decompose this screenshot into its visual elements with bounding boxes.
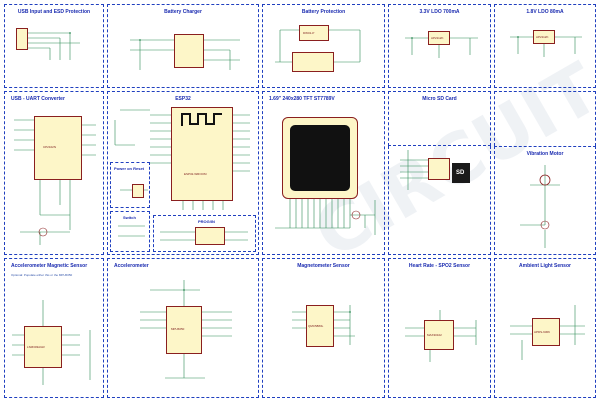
wire <box>292 305 355 345</box>
subpanel-prog: PROG/IN <box>153 215 256 252</box>
wire <box>130 39 240 70</box>
ic-sd-socket <box>428 158 450 180</box>
wire <box>140 280 232 379</box>
panel-battery-protection: Battery Protection <box>262 4 385 88</box>
wire <box>275 29 361 63</box>
ic-label: APDS-9306 <box>534 330 550 334</box>
ic-mosfet-pair <box>292 52 334 72</box>
subpanel-title: Power on Reset <box>114 166 145 171</box>
panel-accel-mag: Accelerometer Magnetic Sensor Optional: … <box>4 258 104 398</box>
ic-power-reset <box>132 184 144 198</box>
panel-magnetometer: Magnetometer Sensor <box>262 258 385 398</box>
wire <box>150 114 250 210</box>
panel-esp32: ESP32 <box>107 91 259 255</box>
wire <box>118 189 248 241</box>
subpanel-title: Switch <box>123 215 136 220</box>
sd-logo: SD <box>456 170 465 176</box>
wire <box>28 32 80 60</box>
panel-title: 1.8V LDO 80mA <box>526 9 564 15</box>
wire <box>510 305 585 360</box>
wire <box>14 119 96 245</box>
panel-title: 1.69" 240x280 TFT ST7789V <box>269 96 335 102</box>
ic-charger <box>174 34 204 68</box>
panel-note: Optional: Populate either this or the MP… <box>11 273 73 277</box>
ic-usb-uart: CP2102N <box>34 116 82 180</box>
panel-ldo-18: 1.8V LDO 80mA <box>494 4 596 88</box>
ic-ambient-light: APDS-9306 <box>532 318 560 346</box>
panel-title: 3.3V LDO 700mA <box>419 9 460 15</box>
junction-dot <box>183 289 185 291</box>
junction-dot <box>349 311 351 313</box>
ic-label: DW01-P <box>303 31 315 35</box>
ic-usb-connector <box>16 28 28 50</box>
tft-screen <box>290 125 350 191</box>
wire <box>405 37 478 58</box>
ic-label: MPU6050 <box>171 327 185 331</box>
ic-label: AP2112K <box>536 35 549 39</box>
transistor-symbol <box>540 220 550 230</box>
esp32-antenna <box>181 113 222 126</box>
panel-accelerometer: Accelerometer <box>107 258 259 398</box>
junction-dot <box>517 36 519 38</box>
wire <box>275 199 376 235</box>
panel-usb-esd: USB Input and ESD Protection <box>4 4 104 88</box>
subpanel-power-on-reset: Power on Reset <box>110 162 150 208</box>
ic-ldo-18: AP2112K <box>533 30 555 44</box>
panel-right-top-blank <box>494 91 596 146</box>
junction-dot <box>411 37 413 39</box>
ic-label: MAX30102 <box>427 333 442 337</box>
subpanel-title: PROG/IN <box>198 219 215 224</box>
junction-dot <box>69 32 71 34</box>
wire <box>510 36 582 57</box>
ic-battery-protection: DW01-P <box>299 25 329 41</box>
ic-heart-rate: MAX30102 <box>424 320 454 350</box>
motor-symbol <box>539 174 551 186</box>
panel-title: Battery Protection <box>301 9 346 15</box>
panel-title: Micro SD Card <box>422 96 457 102</box>
panel-tft: 1.69" 240x280 TFT ST7789V <box>262 91 385 255</box>
ic-label: ESP32-WROOM <box>184 172 207 176</box>
panel-battery-charger: Battery Charger <box>107 4 259 88</box>
panel-title: Magnetometer Sensor <box>297 263 350 269</box>
panel-usb-uart: USB - UART Converter <box>4 91 104 255</box>
panel-title: Accelerometer <box>114 263 149 269</box>
panel-micro-sd-lower <box>388 146 491 255</box>
transistor-symbol <box>351 210 361 220</box>
panel-micro-sd: Micro SD Card <box>388 91 491 146</box>
ic-label: CP2102N <box>43 145 57 149</box>
wire <box>405 310 477 362</box>
ic-label: QMC5883L <box>308 324 324 328</box>
panel-title: ESP32 <box>175 96 191 102</box>
wire <box>520 165 560 248</box>
wire <box>12 300 91 385</box>
panel-ldo-33: 3.3V LDO 700mA <box>388 4 491 88</box>
panel-ambient-light: Ambient Light Sensor <box>494 258 596 398</box>
wire <box>400 150 428 190</box>
panel-title: Accelerometer Magnetic Sensor <box>11 263 88 269</box>
ic-ldo-33: AP2112K <box>428 31 450 45</box>
ic-magnetometer: QMC5883L <box>306 305 334 347</box>
panel-title: Vibration Motor <box>526 151 564 157</box>
ic-label: LSM303AGR <box>27 345 45 349</box>
panel-vibration-motor: Vibration Motor <box>494 146 596 255</box>
ic-accel-mag: LSM303AGR <box>24 326 62 368</box>
subpanel-switch: Switch <box>110 211 150 252</box>
panel-title: Heart Rate - SPO2 Sensor <box>408 263 471 269</box>
ic-accelerometer: MPU6050 <box>166 306 202 354</box>
ic-label: AP2112K <box>431 36 444 40</box>
panel-heart-rate: Heart Rate - SPO2 Sensor <box>388 258 491 398</box>
panel-title: Battery Charger <box>164 9 202 15</box>
transistor-symbol <box>38 227 48 237</box>
junction-dot <box>139 39 141 41</box>
panel-title: USB - UART Converter <box>11 96 65 102</box>
ic-sd-card-graphic: SD <box>452 163 470 183</box>
ic-prog-header <box>195 227 225 245</box>
panel-title: Ambient Light Sensor <box>519 263 571 269</box>
wire <box>114 109 150 146</box>
panel-title: USB Input and ESD Protection <box>17 9 91 15</box>
